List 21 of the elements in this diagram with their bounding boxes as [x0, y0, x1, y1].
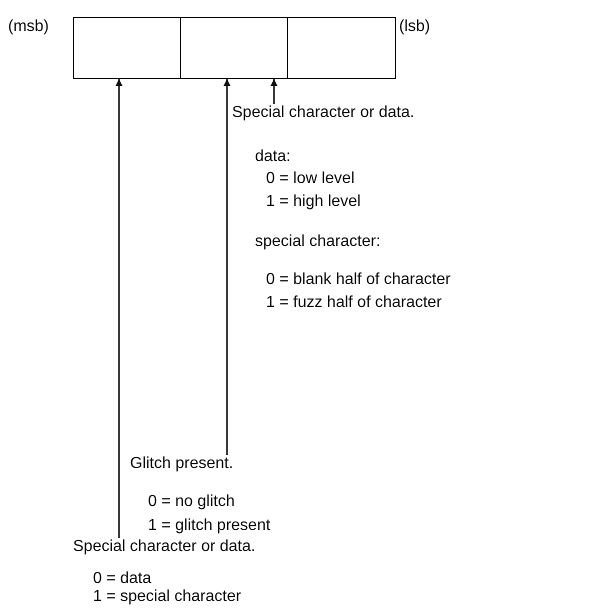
field-description: Glitch present. — [130, 455, 234, 473]
arrow — [116, 79, 122, 538]
field-description: Special character or data. — [232, 104, 414, 122]
value-description: 0 = low level — [266, 170, 354, 188]
register-cell — [286, 17, 396, 79]
arrow — [224, 79, 230, 455]
bit-order-label: (lsb) — [399, 18, 430, 36]
value-description: data: — [255, 148, 291, 166]
register-cell — [180, 17, 288, 79]
value-description: 1 = fuzz half of character — [266, 294, 442, 312]
field-description: Special character or data. — [73, 538, 256, 556]
value-description: 0 = data — [93, 570, 152, 588]
value-description: 0 = no glitch — [148, 493, 235, 511]
value-description: 1 = high level — [266, 193, 361, 211]
value-description: 1 = glitch present — [148, 517, 270, 535]
value-description: 1 = special character — [93, 588, 242, 606]
arrow — [270, 79, 278, 104]
register-cell — [73, 17, 181, 79]
bit-order-label: (msb) — [8, 18, 49, 36]
value-description: special character: — [255, 233, 380, 251]
value-description: 0 = blank half of character — [266, 271, 451, 289]
